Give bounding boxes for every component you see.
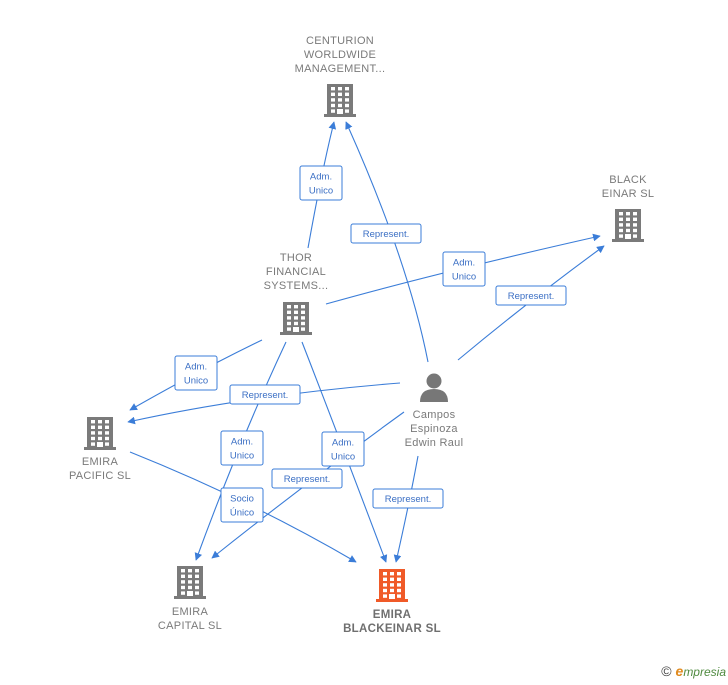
copyright-mark: ©: [661, 663, 672, 679]
node-label: Campos: [413, 409, 456, 421]
edge-label-text: Adm.: [453, 258, 475, 269]
edge-label-box: [442, 251, 486, 287]
building-icon: [376, 569, 408, 602]
edge-campos-blackeinar: [393, 455, 419, 563]
building-icon: [612, 209, 644, 242]
edge-label-text: Unico: [331, 452, 355, 463]
brand-initial: e: [675, 663, 684, 679]
edge-label-text: Represent.: [284, 474, 330, 485]
edge-label-text: Socio: [230, 494, 254, 505]
edge-label-box: [220, 430, 264, 466]
edge-label-box: [372, 488, 444, 509]
node-blackeinar[interactable]: EMIRA BLACKEINAR SL: [343, 569, 441, 635]
edge-label-text: Represent.: [508, 291, 554, 302]
edge-label-thor-centurion[interactable]: Adm. Unico: [299, 165, 343, 201]
edge-label-text: Adm.: [332, 438, 354, 449]
building-icon: [84, 417, 116, 450]
edge-label-text: Represent.: [242, 390, 288, 401]
edge-label-box: [229, 384, 301, 405]
node-label: CAPITAL SL: [158, 620, 222, 632]
edge-label-text: Unico: [309, 186, 333, 197]
building-icon: [174, 566, 206, 599]
empresia-logo: ©empresia: [661, 663, 726, 679]
edge-label-campos-blackeinar[interactable]: Represent.: [372, 488, 444, 509]
edge-label-box: [350, 223, 422, 244]
node-label: FINANCIAL: [266, 266, 326, 278]
edge-label-thor-pacific[interactable]: Adm. Unico: [174, 355, 218, 391]
node-label: CENTURION: [306, 35, 374, 47]
node-label: Espinoza: [410, 423, 458, 435]
edge-label-campos-black[interactable]: Represent.: [495, 285, 567, 306]
node-label: MANAGEMENT...: [295, 63, 386, 75]
node-label: PACIFIC SL: [69, 470, 131, 482]
node-label: Edwin Raul: [405, 437, 464, 449]
edge-label-text: Unico: [230, 451, 254, 462]
edge-label-text: Adm.: [231, 437, 253, 448]
node-pacific[interactable]: EMIRA PACIFIC SL: [69, 417, 131, 482]
node-label: WORLDWIDE: [304, 49, 376, 61]
edge-label-campos-centurion[interactable]: Represent.: [350, 223, 422, 244]
edge-label-thor-blackeinar[interactable]: Adm. Unico: [321, 431, 365, 467]
edge-label-box: [495, 285, 567, 306]
edge-label-box: [271, 468, 343, 489]
node-black[interactable]: BLACK EINAR SL: [602, 174, 655, 242]
edge-label-text: Adm.: [185, 362, 207, 373]
person-icon: [420, 373, 448, 402]
edge-label-campos-pacific[interactable]: Represent.: [229, 384, 301, 405]
edge-label-box: [299, 165, 343, 201]
node-capital[interactable]: EMIRA CAPITAL SL: [158, 566, 222, 632]
edge-label-text: Unico: [184, 376, 208, 387]
edge-label-text: Unico: [452, 272, 476, 283]
edge-label-text: Represent.: [363, 229, 409, 240]
edge-label-campos-capital[interactable]: Represent.: [271, 468, 343, 489]
edge-label-box: [321, 431, 365, 467]
node-label: EMIRA: [172, 606, 209, 618]
node-label: BLACKEINAR SL: [343, 623, 441, 635]
edge-label-thor-capital[interactable]: Adm. Unico: [220, 430, 264, 466]
node-label: THOR: [280, 252, 312, 264]
node-label: EINAR SL: [602, 188, 655, 200]
node-label: EMIRA: [373, 609, 412, 621]
edge-label-text: Único: [230, 508, 254, 519]
node-label: EMIRA: [82, 456, 119, 468]
edge-campos-centurion: [345, 121, 429, 363]
node-centurion[interactable]: CENTURION WORLDWIDE MANAGEMENT...: [295, 35, 386, 117]
edge-label-box: [220, 487, 264, 523]
brand-name: mpresia: [683, 665, 726, 679]
edge-label-thor-black[interactable]: Adm. Unico: [442, 251, 486, 287]
node-label: BLACK: [609, 174, 647, 186]
edge-label-text: Adm.: [310, 172, 332, 183]
edge-label-text: Represent.: [385, 494, 431, 505]
building-icon: [324, 84, 356, 117]
node-thor[interactable]: THOR FINANCIAL SYSTEMS...: [264, 252, 329, 335]
edge-label-box: [174, 355, 218, 391]
building-icon: [280, 302, 312, 335]
node-label: SYSTEMS...: [264, 280, 329, 292]
